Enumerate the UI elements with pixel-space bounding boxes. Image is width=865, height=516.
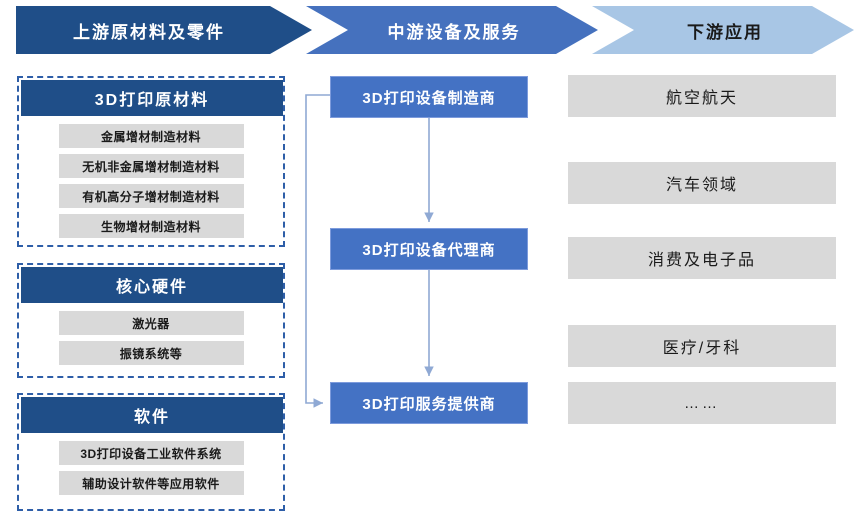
app-chip-label: 消费及电子品 [647, 252, 756, 269]
midstream-box-equipment-agent[interactable]: 3D打印设备代理商 [330, 228, 528, 270]
group-header-software: 软件 [21, 397, 283, 433]
list-item[interactable]: 有机高分子增材制造材料 [58, 184, 244, 208]
group-header-core-hardware: 核心硬件 [21, 267, 283, 303]
group-body-core-hardware: 激光器 振镜系统等 [19, 305, 283, 371]
downstream-app-automotive[interactable]: 汽车领域 [568, 162, 836, 204]
app-chip-label: 航空航天 [665, 90, 738, 107]
midstream-box-service-provider[interactable]: 3D打印服务提供商 [330, 382, 528, 424]
downstream-app-aerospace[interactable]: 航空航天 [568, 75, 836, 117]
upstream-group-raw-materials: 3D打印原材料 金属增材制造材料 无机非金属增材制造材料 有机高分子增材制造材料… [17, 76, 285, 247]
list-item[interactable]: 3D打印设备工业软件系统 [58, 441, 244, 465]
app-chip-label: …… [684, 394, 720, 412]
group-body-raw-materials: 金属增材制造材料 无机非金属增材制造材料 有机高分子增材制造材料 生物增材制造材… [19, 118, 283, 244]
chevron-label-upstream: 上游原材料及零件 [73, 22, 225, 42]
chevron-stage-midstream[interactable]: 中游设备及服务 [306, 6, 598, 54]
upstream-group-software: 软件 3D打印设备工业软件系统 辅助设计软件等应用软件 [17, 393, 285, 511]
list-item[interactable]: 振镜系统等 [58, 341, 244, 365]
upstream-group-core-hardware: 核心硬件 激光器 振镜系统等 [17, 263, 285, 378]
app-chip-label: 汽车领域 [665, 177, 738, 194]
midstream-box-equipment-manufacturer[interactable]: 3D打印设备制造商 [330, 76, 528, 118]
list-item[interactable]: 生物增材制造材料 [58, 214, 244, 238]
downstream-app-consumer-electronics[interactable]: 消费及电子品 [568, 237, 836, 279]
midstream-box-label: 3D打印设备制造商 [362, 89, 496, 107]
chevron-label-downstream: 下游应用 [687, 22, 763, 42]
chevron-stage-upstream[interactable]: 上游原材料及零件 [16, 6, 312, 54]
midstream-box-label: 3D打印服务提供商 [362, 395, 496, 413]
group-body-software: 3D打印设备工业软件系统 辅助设计软件等应用软件 [19, 435, 283, 501]
list-item[interactable]: 激光器 [58, 311, 244, 335]
app-chip-label: 医疗/牙科 [662, 340, 742, 357]
list-item[interactable]: 无机非金属增材制造材料 [58, 154, 244, 178]
arrow-manufacturer-to-service [305, 94, 330, 408]
chevron-label-midstream: 中游设备及服务 [387, 22, 521, 42]
value-chain-header: 上游原材料及零件 中游设备及服务 下游应用 [0, 6, 865, 54]
list-item[interactable]: 辅助设计软件等应用软件 [58, 471, 244, 495]
midstream-box-label: 3D打印设备代理商 [362, 241, 496, 259]
group-header-raw-materials: 3D打印原材料 [21, 80, 283, 116]
list-item[interactable]: 金属增材制造材料 [58, 124, 244, 148]
downstream-app-medical-dental[interactable]: 医疗/牙科 [568, 325, 836, 367]
downstream-app-others[interactable]: …… [568, 382, 836, 424]
chevron-stage-downstream[interactable]: 下游应用 [592, 6, 854, 54]
